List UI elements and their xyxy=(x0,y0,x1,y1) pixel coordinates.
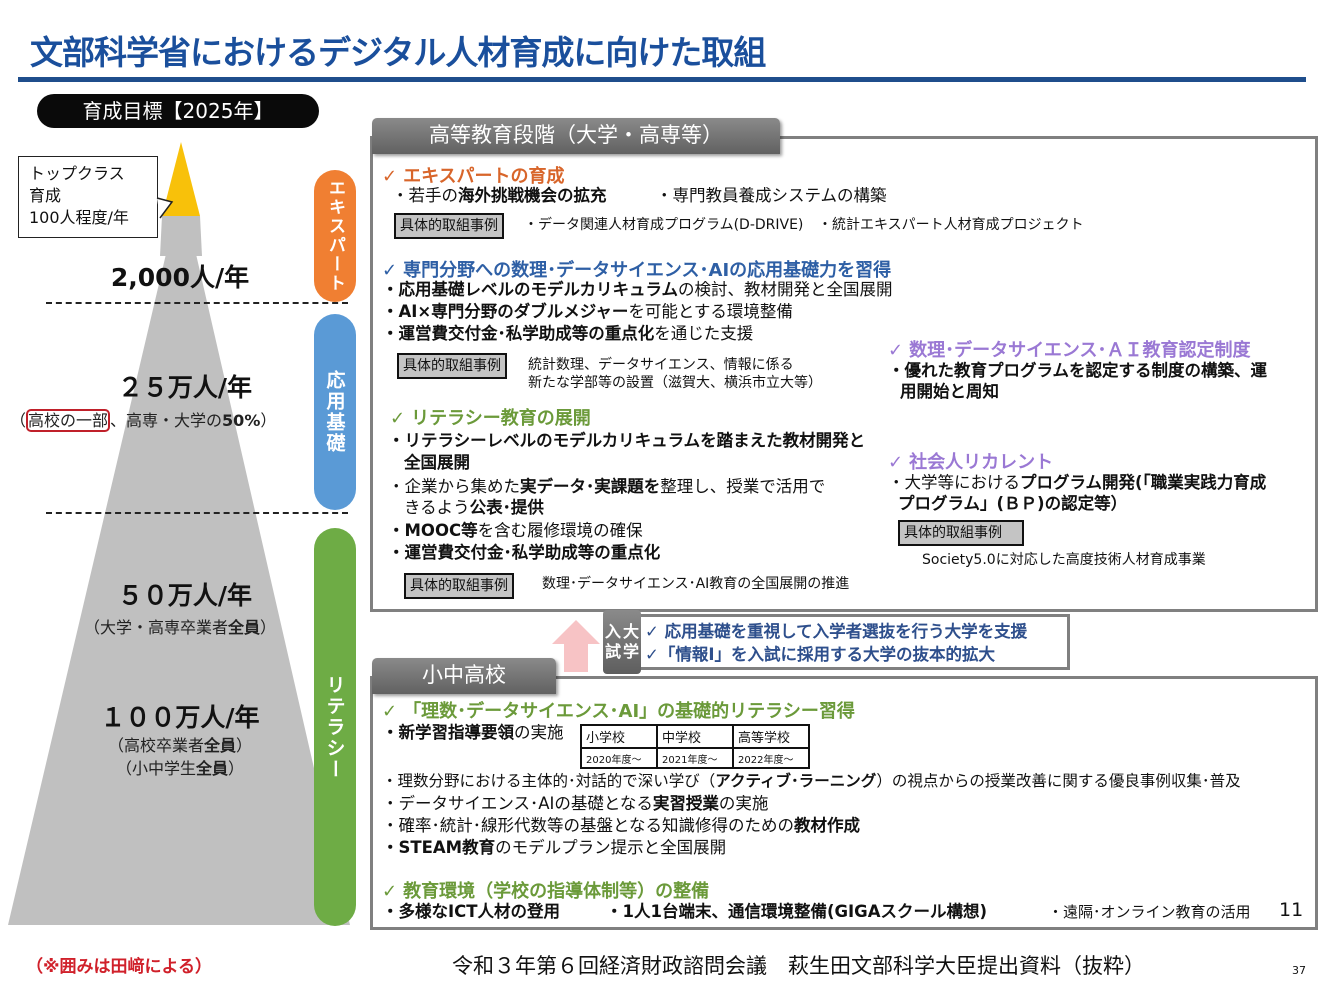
title-underline xyxy=(18,77,1306,82)
example-item: 新たな学部等の設置（滋賀大、横浜市立大等） xyxy=(528,375,822,391)
level-literacy-all-sub1: （高校卒業者全員） xyxy=(107,736,253,755)
level-divider xyxy=(46,512,348,514)
pyramid-body xyxy=(8,254,350,925)
curriculum-year-table: 小学校 中学校 高等学校 2020年度～ 2021年度～ 2022年度～ xyxy=(580,724,810,769)
k12-panel xyxy=(370,676,1318,930)
example-item: ・データ関連人材育成プログラム(D-DRIVE) xyxy=(524,217,804,233)
callout-line: トップクラス xyxy=(29,164,125,183)
table-header: 中学校 xyxy=(656,724,734,749)
arrow-up-icon xyxy=(552,620,600,672)
entrance-exam-item: ✓「情報Ⅰ」を入試に採用する大学の抜本的拡大 xyxy=(645,645,995,664)
pyramid-graphic xyxy=(8,142,350,925)
k12-item: ・理数分野における主体的･対話的で深い学び（アクティブ･ラーニング）の視点からの… xyxy=(382,772,1241,790)
applied-heading: ✓専門分野への数理･データサイエンス･AIの応用基礎力を習得 xyxy=(382,260,892,281)
level-applied-sub: （高校の一部、高専・大学の50%） xyxy=(10,409,277,432)
example-item: ・統計エキスパート人材育成プロジェクト xyxy=(818,217,1084,233)
applied-item: ・AI×専門分野のダブルメジャーを可能とする環境整備 xyxy=(382,302,793,321)
entrance-exam-tag: 入大 試学 xyxy=(603,610,641,674)
check-icon: ✓ xyxy=(382,701,398,722)
footnote: （※囲みは田﨑による） xyxy=(26,957,213,977)
literacy-item: ・運営費交付金･私学助成等の重点化 xyxy=(388,543,661,562)
category-applied: 応用基礎 xyxy=(314,314,356,510)
table-header: 小学校 xyxy=(580,724,658,749)
example-label: 具体的取組事例 xyxy=(898,520,1024,546)
k12-item: ・確率･統計･線形代数等の基盤となる知識修得のための教材作成 xyxy=(382,816,861,835)
example-label: 具体的取組事例 xyxy=(397,353,507,379)
check-icon: ✓ xyxy=(888,452,904,473)
expert-item: ・若手の海外挑戦機会の拡充 xyxy=(392,186,607,205)
source-citation: 令和３年第６回経済財政諮問会議 萩生田文部科学大臣提出資料（抜粋） xyxy=(452,954,1145,978)
level-literacy-all-sub2: （小中学生全員） xyxy=(115,759,245,778)
example-item: Society5.0に対応した高度技術人材育成事業 xyxy=(922,552,1206,568)
table-cell: 2020年度～ xyxy=(580,747,658,769)
example-item: 数理･データサイエンス･AI教育の全国展開の推進 xyxy=(542,576,850,592)
example-label: 具体的取組事例 xyxy=(404,573,514,599)
k12-env-item: ・1人1台端末、通信環境整備(GIGAスクール構想) xyxy=(606,902,988,921)
entrance-exam-item: ✓ 応用基礎を重視して入学者選抜を行う大学を支援 xyxy=(645,622,1028,641)
callout-pointer xyxy=(156,197,174,219)
check-icon: ✓ xyxy=(382,881,398,902)
certification-heading: ✓数理･データサイエンス･ＡＩ教育認定制度 xyxy=(888,340,1251,361)
higher-ed-tab: 高等教育段階（大学・高専等） xyxy=(372,118,780,154)
k12-item: ・データサイエンス･AIの基礎となる実習授業の実施 xyxy=(382,794,769,813)
certification-item-cont: 用開始と周知 xyxy=(900,382,999,401)
table-cell: 2021年度～ xyxy=(656,747,734,769)
level-divider xyxy=(46,302,348,304)
top-class-callout: トップクラス 育成 100人程度/年 xyxy=(18,156,158,238)
applied-item: ・運営費交付金･私学助成等の重点化を通じた支援 xyxy=(382,324,754,343)
higher-ed-panel xyxy=(370,136,1318,612)
callout-line: 100人程度/年 xyxy=(29,208,129,227)
recurrent-item: ・大学等におけるプログラム開発(「職業実践力育成 xyxy=(888,473,1267,492)
level-literacy-univ-sub: （大学・高専卒業者全員） xyxy=(83,618,277,637)
check-icon: ✓ xyxy=(390,408,406,429)
k12-env-item: ・多様なICT人材の登用 xyxy=(382,902,561,921)
entrance-exam-panel xyxy=(606,614,1070,670)
highlight-ring: 高校の一部 xyxy=(26,409,111,432)
literacy-item-cont: きるよう公表･提供 xyxy=(404,498,544,517)
category-expert: エキスパート xyxy=(314,170,356,302)
literacy-item: ・企業から集めた実データ･実課題を整理し、授業で活用で xyxy=(388,477,826,496)
recurrent-heading: ✓社会人リカレント xyxy=(888,452,1054,473)
k12-item: ・新学習指導要領の実施 xyxy=(382,723,564,742)
expert-heading: ✓エキスパートの育成 xyxy=(382,166,565,187)
expert-item: ・専門教員養成システムの構築 xyxy=(656,186,887,205)
table-cell: 2022年度～ xyxy=(732,747,810,769)
k12-literacy-heading: ✓「理数･データサイエンス･AI」の基礎的リテラシー習得 xyxy=(382,701,855,722)
category-literacy: リテラシー xyxy=(314,528,356,926)
check-icon: ✓ xyxy=(888,340,904,361)
recurrent-item-cont: プログラム」(ＢＰ)の認定等） xyxy=(898,494,1128,513)
level-applied-count: ２５万人/年 xyxy=(117,373,253,402)
level-literacy-univ-count: ５０万人/年 xyxy=(117,581,253,610)
check-icon: ✓ xyxy=(382,260,398,281)
goal-label: 育成目標【2025年】 xyxy=(37,94,319,128)
literacy-item: ・MOOC等を含む履修環境の確保 xyxy=(388,521,643,540)
callout-line: 育成 xyxy=(29,186,62,205)
literacy-item: ・リテラシーレベルのモデルカリキュラムを踏まえた教材開発と xyxy=(388,431,866,450)
page-title: 文部科学省におけるデジタル人材育成に向けた取組 xyxy=(30,33,766,72)
applied-item: ・応用基礎レベルのモデルカリキュラムの検討、教材開発と全国展開 xyxy=(382,280,893,299)
pyramid-top xyxy=(162,142,200,216)
table-header: 高等学校 xyxy=(732,724,810,749)
example-label: 具体的取組事例 xyxy=(394,213,504,239)
level-expert-count: 2,000人/年 xyxy=(110,263,250,292)
check-icon: ✓ xyxy=(382,166,398,187)
level-literacy-all-count: １００万人/年 xyxy=(100,703,260,732)
k12-tab: 小中高校 xyxy=(372,658,556,694)
k12-env-item: ・遠隔･オンライン教育の活用 xyxy=(1048,903,1251,921)
certification-item: ・優れた教育プログラムを認定する制度の構築、運 xyxy=(888,361,1268,380)
literacy-heading: ✓リテラシー教育の展開 xyxy=(390,408,591,429)
example-item: 統計数理、データサイエンス、情報に係る xyxy=(528,357,794,373)
page-number: 37 xyxy=(1292,964,1306,977)
k12-environment-heading: ✓教育環境（学校の指導体制等）の整備 xyxy=(382,881,710,902)
inner-page-number: 11 xyxy=(1279,899,1304,921)
k12-item: ・STEAM教育のモデルプラン提示と全国展開 xyxy=(382,838,727,857)
literacy-item-cont: 全国展開 xyxy=(404,453,470,472)
